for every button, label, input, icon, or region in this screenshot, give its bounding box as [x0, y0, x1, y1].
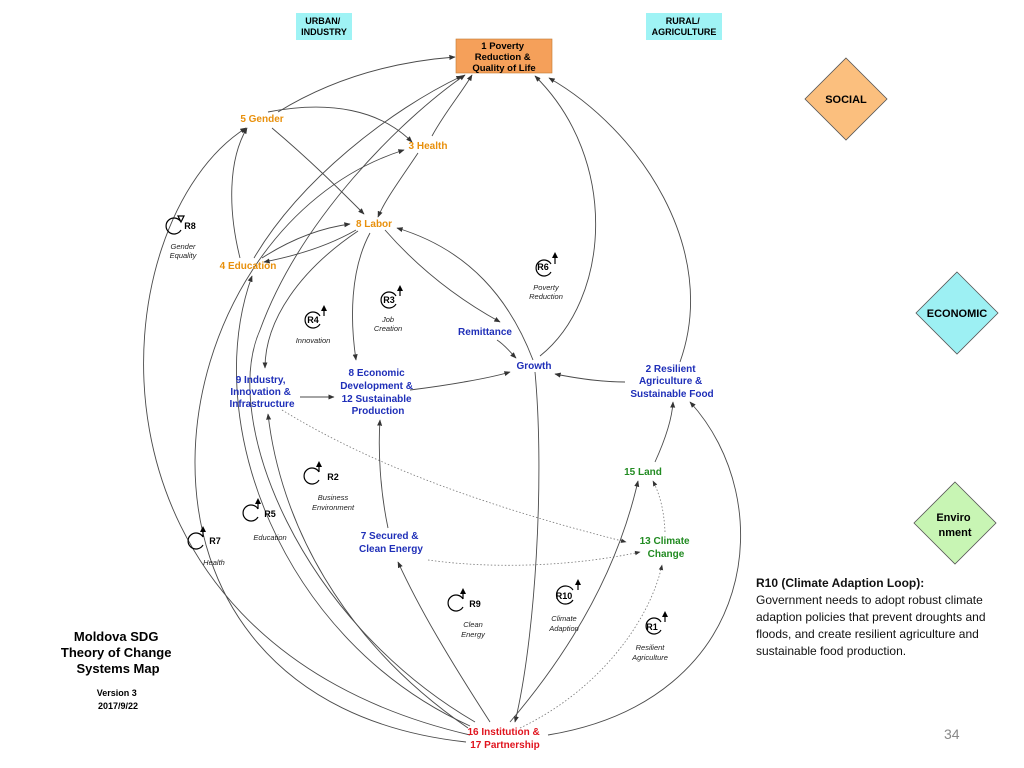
node-1-box	[455, 38, 553, 74]
svg-text:R2: R2	[327, 472, 339, 482]
svg-text:R8: R8	[184, 221, 196, 231]
legend-environment-diamond	[913, 481, 997, 565]
node-15-land: 15 Land	[624, 467, 662, 478]
node-1-poverty-reduction: 1 Poverty Reduction & Quality of Life	[472, 41, 535, 74]
loop-arrow-icon	[187, 530, 204, 550]
svg-text:Innovation: Innovation	[296, 336, 331, 345]
legend-social-label: SOCIAL	[825, 94, 867, 106]
loop-arrow-icon	[447, 592, 464, 612]
legend-economic-label: ECONOMIC	[927, 308, 988, 320]
svg-text:R9: R9	[469, 599, 481, 609]
node-4-education: 4 Education	[220, 261, 277, 272]
svg-text:R4: R4	[307, 315, 319, 325]
node-16-institution-partnership: 16 Institution & 17 Partnership	[467, 727, 542, 751]
node-remittance: Remittance	[458, 327, 512, 338]
legend-economic-diamond	[915, 271, 999, 355]
page-number: 34	[944, 726, 960, 742]
r10-note-title: R10 (Climate Adaption Loop):	[756, 576, 925, 590]
loop-r4: R4 Innovation	[296, 305, 331, 345]
urban-header-box	[296, 13, 352, 40]
legend-social-diamond	[804, 57, 888, 141]
svg-text:R7: R7	[209, 536, 221, 546]
node-7-clean-energy: 7 Secured & Clean Energy	[359, 531, 423, 555]
rural-header-box	[646, 13, 722, 40]
svg-text:R1: R1	[646, 622, 658, 632]
svg-text:Health: Health	[203, 558, 225, 567]
node-3-health: 3 Health	[409, 141, 448, 152]
node-5-gender: 5 Gender	[240, 114, 283, 125]
node-13-climate-change: 13 Climate Change	[640, 536, 693, 560]
loop-arrow-icon	[165, 215, 185, 235]
loop-r5: R5 Education	[242, 498, 287, 542]
svg-text:R5: R5	[264, 509, 276, 519]
map-title: Moldova SDG Theory of Change Systems Map	[61, 629, 175, 676]
node-2-resilient-agriculture: 2 Resilient Agriculture & Sustainable Fo…	[630, 364, 713, 400]
legend-environment-label: Enviro nment	[936, 512, 973, 539]
svg-text:R10: R10	[556, 591, 573, 601]
r10-note-body: Government needs to adopt robust climate…	[756, 593, 986, 658]
svg-text:R6: R6	[537, 262, 549, 272]
loop-arrow-icon	[242, 502, 259, 522]
svg-text:R3: R3	[383, 295, 395, 305]
node-9-industry: 9 Industry, Innovation & Infrastructure	[229, 375, 294, 410]
rural-header: RURAL/ AGRICULTURE	[652, 16, 717, 37]
svg-text:Education: Education	[253, 533, 286, 542]
loop-r7: R7 Health	[187, 526, 225, 567]
r10-note: R10 (Climate Adaption Loop): Government …	[756, 575, 996, 660]
urban-header: URBAN/ INDUSTRY	[301, 16, 347, 37]
node-8-labor: 8 Labor	[356, 219, 392, 230]
edges	[143, 54, 741, 743]
node-8-economic-development: 8 Economic Development & 12 Sustainable …	[340, 368, 416, 417]
loop-arrow-icon	[303, 465, 320, 485]
node-growth: Growth	[517, 361, 552, 372]
map-version: Version 3 2017/9/22	[97, 688, 140, 711]
